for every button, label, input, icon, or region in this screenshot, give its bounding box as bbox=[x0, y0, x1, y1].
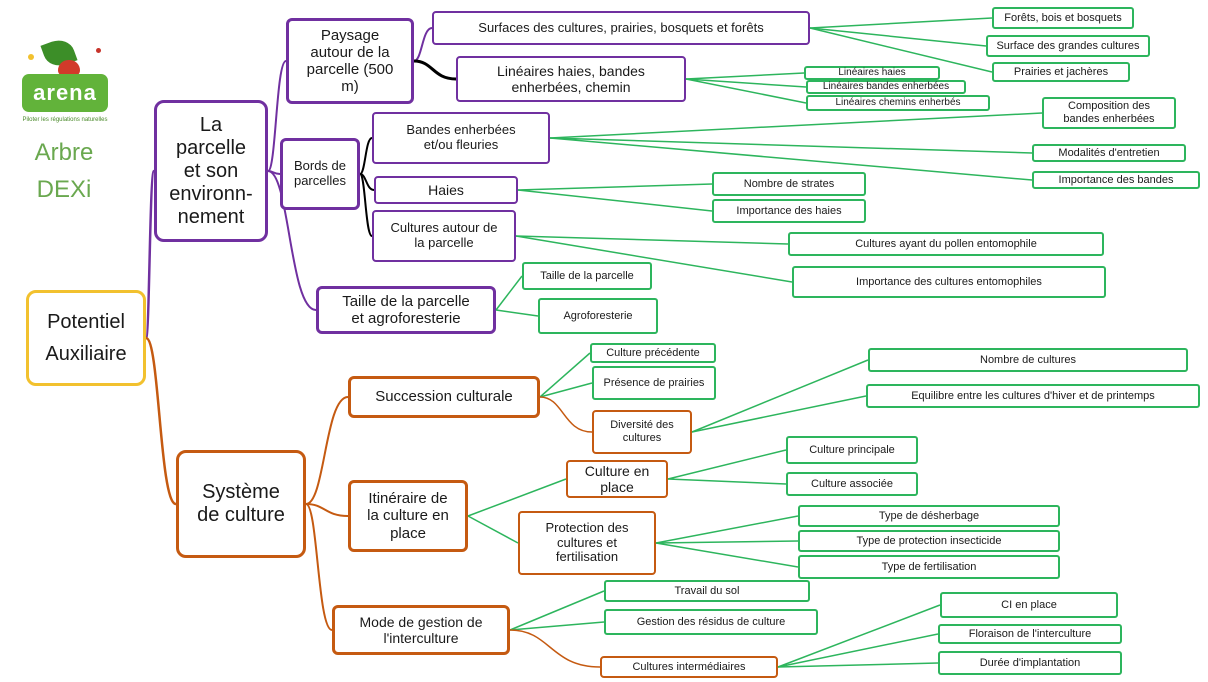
leaf-nombre-cultures: Nombre de cultures bbox=[868, 348, 1188, 372]
edge-node-diversite-cultures-to-leaf-nombre-cultures bbox=[691, 359, 869, 433]
leaf-nombre-strates: Nombre de strates bbox=[712, 172, 866, 196]
edge-node-lineaires-to-leaf-lineaires-chemins bbox=[685, 78, 807, 104]
logo-dot bbox=[28, 54, 34, 60]
ladybug-icon bbox=[58, 60, 80, 76]
node-itineraire-culture: Itinéraire de la culture en place bbox=[348, 480, 468, 552]
edge-node-itineraire-culture-to-node-protection-fertilisation bbox=[467, 515, 519, 544]
arena-logo: arena Piloter les régulations naturelles bbox=[14, 34, 116, 206]
edge-node-potentiel-auxiliaire-to-node-parcelle-environnement bbox=[144, 169, 156, 340]
leaf-lineaires-bandes: Linéaires bandes enherbées bbox=[806, 80, 966, 94]
logo-tagline: Piloter les régulations naturelles bbox=[22, 117, 108, 123]
leaf-culture-precedente: Culture précédente bbox=[590, 343, 716, 363]
edge-node-potentiel-auxiliaire-to-node-systeme-de-culture bbox=[144, 336, 177, 506]
node-lineaires: Linéaires haies, bandes enherbées, chemi… bbox=[456, 56, 686, 102]
edge-node-gestion-interculture-to-leaf-gestion-residus bbox=[509, 621, 605, 631]
edge-node-protection-fertilisation-to-leaf-type-protection-insecticide bbox=[655, 540, 799, 544]
edge-node-diversite-cultures-to-leaf-equilibre-cultures bbox=[691, 395, 867, 433]
leaf-gestion-residus: Gestion des résidus de culture bbox=[604, 609, 818, 635]
leaf-importance-haies: Importance des haies bbox=[712, 199, 866, 223]
node-protection-fertilisation: Protection des cultures et fertilisation bbox=[518, 511, 656, 575]
leaf-culture-principale: Culture principale bbox=[786, 436, 918, 464]
leaf-forets-bois-bosquets: Forêts, bois et bosquets bbox=[992, 7, 1134, 29]
node-bandes-enherbees: Bandes enherbées et/ou fleuries bbox=[372, 112, 550, 164]
node-parcelle-environnement: La parcelle et son environn- nement bbox=[154, 100, 268, 242]
edge-node-systeme-de-culture-to-node-succession-culturale bbox=[305, 396, 349, 505]
leaf-modalites-entretien: Modalités d'entretien bbox=[1032, 144, 1186, 162]
edge-node-surfaces-to-leaf-forets-bois-bosquets bbox=[809, 17, 993, 29]
leaf-floraison-interculture: Floraison de l'interculture bbox=[938, 624, 1122, 644]
edge-node-succession-culturale-to-leaf-culture-precedente bbox=[539, 352, 591, 398]
tree-title: Arbre DEXi bbox=[34, 139, 94, 204]
edge-node-taille-agroforesterie-to-leaf-agroforesterie bbox=[495, 309, 539, 317]
leaf-travail-sol: Travail du sol bbox=[604, 580, 810, 602]
node-surfaces: Surfaces des cultures, prairies, bosquet… bbox=[432, 11, 810, 45]
leaf-ci-en-place: CI en place bbox=[940, 592, 1118, 618]
logo-wordmark: arena bbox=[22, 74, 108, 112]
node-cultures-autour: Cultures autour de la parcelle bbox=[372, 210, 516, 262]
edge-node-gestion-interculture-to-node-cultures-intermediaires bbox=[509, 629, 601, 668]
edge-node-taille-agroforesterie-to-leaf-taille-parcelle bbox=[495, 275, 523, 311]
leaf-lineaires-chemins: Linéaires chemins enherbés bbox=[806, 95, 990, 111]
edge-node-bandes-enherbees-to-leaf-composition-bandes bbox=[549, 112, 1043, 139]
leaf-surface-grandes-cultures: Surface des grandes cultures bbox=[986, 35, 1150, 57]
leaf-type-desherbage: Type de désherbage bbox=[798, 505, 1060, 527]
edge-node-parcelle-environnement-to-node-bords-de-parcelles bbox=[267, 170, 281, 175]
edge-node-protection-fertilisation-to-leaf-type-desherbage bbox=[655, 515, 799, 544]
node-paysage: Paysage autour de la parcelle (500 m) bbox=[286, 18, 414, 104]
edge-node-paysage-to-node-lineaires bbox=[413, 59, 457, 81]
node-taille-agroforesterie: Taille de la parcelle et agroforesterie bbox=[316, 286, 496, 334]
leaf-type-protection-insecticide: Type de protection insecticide bbox=[798, 530, 1060, 552]
edge-node-cultures-intermediaires-to-leaf-duree-implantation bbox=[777, 662, 939, 668]
leaf-agroforesterie: Agroforesterie bbox=[538, 298, 658, 334]
edge-node-bords-de-parcelles-to-node-haies bbox=[359, 173, 375, 191]
node-systeme-de-culture: Système de culture bbox=[176, 450, 306, 558]
leaf-presence-prairies: Présence de prairies bbox=[592, 366, 716, 400]
leaf-culture-associee: Culture associée bbox=[786, 472, 918, 496]
edge-node-bords-de-parcelles-to-node-cultures-autour bbox=[359, 173, 373, 237]
edge-node-gestion-interculture-to-leaf-travail-sol bbox=[509, 590, 605, 631]
leaf-cultures-pollen-entomophile: Cultures ayant du pollen entomophile bbox=[788, 232, 1104, 256]
edge-node-haies-to-leaf-importance-haies bbox=[517, 189, 713, 212]
node-bords-de-parcelles: Bords de parcelles bbox=[280, 138, 360, 210]
edge-node-succession-culturale-to-node-diversite-cultures bbox=[539, 396, 593, 433]
edge-node-succession-culturale-to-leaf-presence-prairies bbox=[539, 382, 593, 398]
leaf-lineaires-haies: Linéaires haies bbox=[804, 66, 940, 80]
leaf-importance-bandes: Importance des bandes bbox=[1032, 171, 1200, 189]
edge-node-surfaces-to-leaf-surface-grandes-cultures bbox=[809, 27, 987, 47]
node-cultures-intermediaires: Cultures intermédiaires bbox=[600, 656, 778, 678]
node-haies: Haies bbox=[374, 176, 518, 204]
leaf-composition-bandes: Composition des bandes enherbées bbox=[1042, 97, 1176, 129]
node-culture-en-place: Culture en place bbox=[566, 460, 668, 498]
node-gestion-interculture: Mode de gestion de l'interculture bbox=[332, 605, 510, 655]
edge-node-bandes-enherbees-to-leaf-modalites-entretien bbox=[549, 137, 1033, 154]
edge-node-cultures-autour-to-leaf-cultures-pollen-entomophile bbox=[515, 235, 789, 245]
edge-node-bords-de-parcelles-to-node-bandes-enherbees bbox=[359, 137, 373, 175]
edge-node-haies-to-leaf-nombre-strates bbox=[517, 183, 713, 191]
leaf-duree-implantation: Durée d'implantation bbox=[938, 651, 1122, 675]
logo-dot bbox=[96, 48, 101, 53]
edge-node-protection-fertilisation-to-leaf-type-fertilisation bbox=[655, 542, 799, 568]
edge-node-cultures-intermediaires-to-leaf-floraison-interculture bbox=[777, 633, 939, 668]
node-diversite-cultures: Diversité des cultures bbox=[592, 410, 692, 454]
leaf-equilibre-cultures: Equilibre entre les cultures d'hiver et … bbox=[866, 384, 1200, 408]
edge-node-systeme-de-culture-to-node-gestion-interculture bbox=[305, 503, 333, 631]
edge-node-culture-en-place-to-leaf-culture-associee bbox=[667, 478, 787, 485]
leaf-importance-cultures-entomophiles: Importance des cultures entomophiles bbox=[792, 266, 1106, 298]
edge-node-systeme-de-culture-to-node-itineraire-culture bbox=[305, 503, 349, 517]
leaf-taille-parcelle: Taille de la parcelle bbox=[522, 262, 652, 290]
edge-node-lineaires-to-leaf-lineaires-bandes bbox=[685, 78, 807, 88]
edge-node-culture-en-place-to-leaf-culture-principale bbox=[667, 449, 787, 480]
leaf-prairies-jacheres: Prairies et jachères bbox=[992, 62, 1130, 82]
leaf-type-fertilisation: Type de fertilisation bbox=[798, 555, 1060, 579]
node-potentiel-auxiliaire: Potentiel Auxiliaire bbox=[26, 290, 146, 386]
node-succession-culturale: Succession culturale bbox=[348, 376, 540, 418]
edge-node-lineaires-to-leaf-lineaires-haies bbox=[685, 72, 805, 80]
edge-node-paysage-to-node-surfaces bbox=[413, 27, 433, 62]
